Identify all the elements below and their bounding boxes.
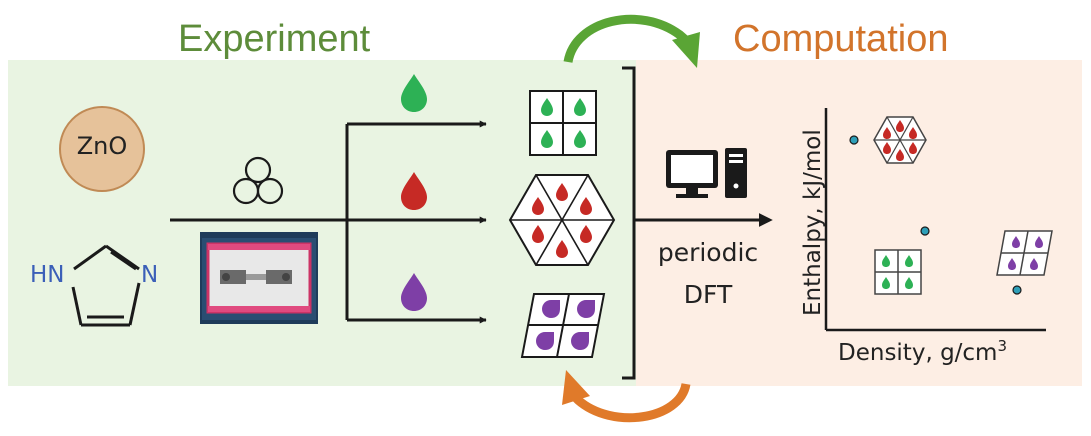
imidazole-structure xyxy=(71,244,141,327)
x-axis-label: Density, g/cm3 xyxy=(838,337,1007,366)
zno-circle xyxy=(59,106,145,192)
three-circles-icon xyxy=(232,156,284,205)
ball-mill-icon xyxy=(200,232,318,324)
computation-panel xyxy=(636,60,1082,386)
plot-axes xyxy=(824,108,1046,332)
green-structure xyxy=(529,90,597,156)
red-phase-point xyxy=(849,135,859,145)
red-structure xyxy=(508,174,616,266)
flow-lines xyxy=(170,120,487,324)
orange-cycle-arrowhead xyxy=(562,370,590,405)
plot-red-structure xyxy=(873,116,927,164)
plot-green-structure xyxy=(874,249,922,295)
experiment-title: Experiment xyxy=(178,18,371,60)
computer-icon xyxy=(666,148,747,198)
orange-cycle-arrow-icon xyxy=(568,382,691,423)
purple-structure xyxy=(520,293,606,358)
purple-phase-point xyxy=(1012,285,1022,295)
imidazole-hn-label: HN xyxy=(30,262,65,288)
computation-title: Computation xyxy=(733,18,949,60)
zno-label: ZnO xyxy=(76,132,128,160)
method-label-dft: DFT xyxy=(683,280,733,309)
green-phase-point xyxy=(920,226,930,236)
x-axis-label-superscript: 3 xyxy=(997,337,1008,355)
imidazole-n-label: N xyxy=(141,262,159,288)
y-axis-label: Enthalpy, kJ/mol xyxy=(800,129,826,316)
green-cycle-arrowhead xyxy=(672,32,700,68)
method-label-periodic: periodic xyxy=(657,238,759,267)
x-axis-label-text: Density, g/cm xyxy=(838,340,998,366)
plot-purple-structure xyxy=(996,230,1053,276)
green-cycle-arrow-icon xyxy=(563,14,691,64)
bracket xyxy=(622,66,636,380)
